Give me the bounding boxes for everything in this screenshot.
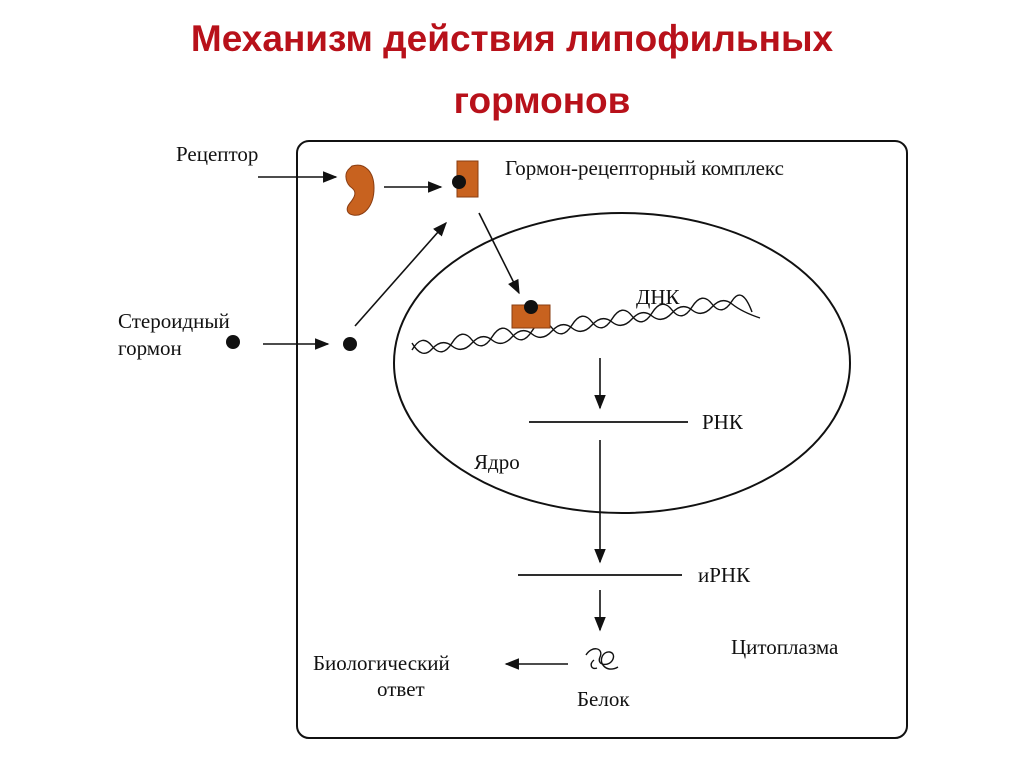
title-line-1: Механизм действия липофильных <box>190 18 834 59</box>
receptor-icon <box>345 164 375 216</box>
steroid-hormone-dot <box>226 335 240 349</box>
mrna-label: иРНК <box>698 563 751 587</box>
dna-strand-1 <box>411 294 753 353</box>
nucleus-envelope <box>393 212 851 514</box>
dna-strand-2 <box>411 299 761 355</box>
receptor-label: Рецептор <box>176 142 258 166</box>
protein-label: Белок <box>577 687 630 711</box>
complex-hormone-dot <box>452 175 466 189</box>
slide-title: Механизм действия липофильных гормонов <box>0 8 1024 132</box>
cell-membrane <box>296 140 908 739</box>
complex-label: Гормон-рецепторный комплекс <box>505 156 784 180</box>
rna-label: РНК <box>702 410 744 434</box>
nucleus-label: Ядро <box>474 450 520 474</box>
response-label-line2: ответ <box>377 677 425 701</box>
steroid-label-line2: гормон <box>118 336 182 360</box>
title-line-2: гормонов <box>453 80 631 121</box>
arrow-complex-to-dna <box>478 212 520 295</box>
arrow-hormone-to-complex <box>354 221 447 327</box>
steroid-label-line1: Стероидный <box>118 309 230 333</box>
protein-icon <box>585 648 619 670</box>
dna-bound-hormone-dot <box>524 300 538 314</box>
cytoplasm-label: Цитоплазма <box>731 635 839 659</box>
hormone-in-cell-dot <box>343 337 357 351</box>
response-label-line1: Биологический <box>313 651 450 675</box>
